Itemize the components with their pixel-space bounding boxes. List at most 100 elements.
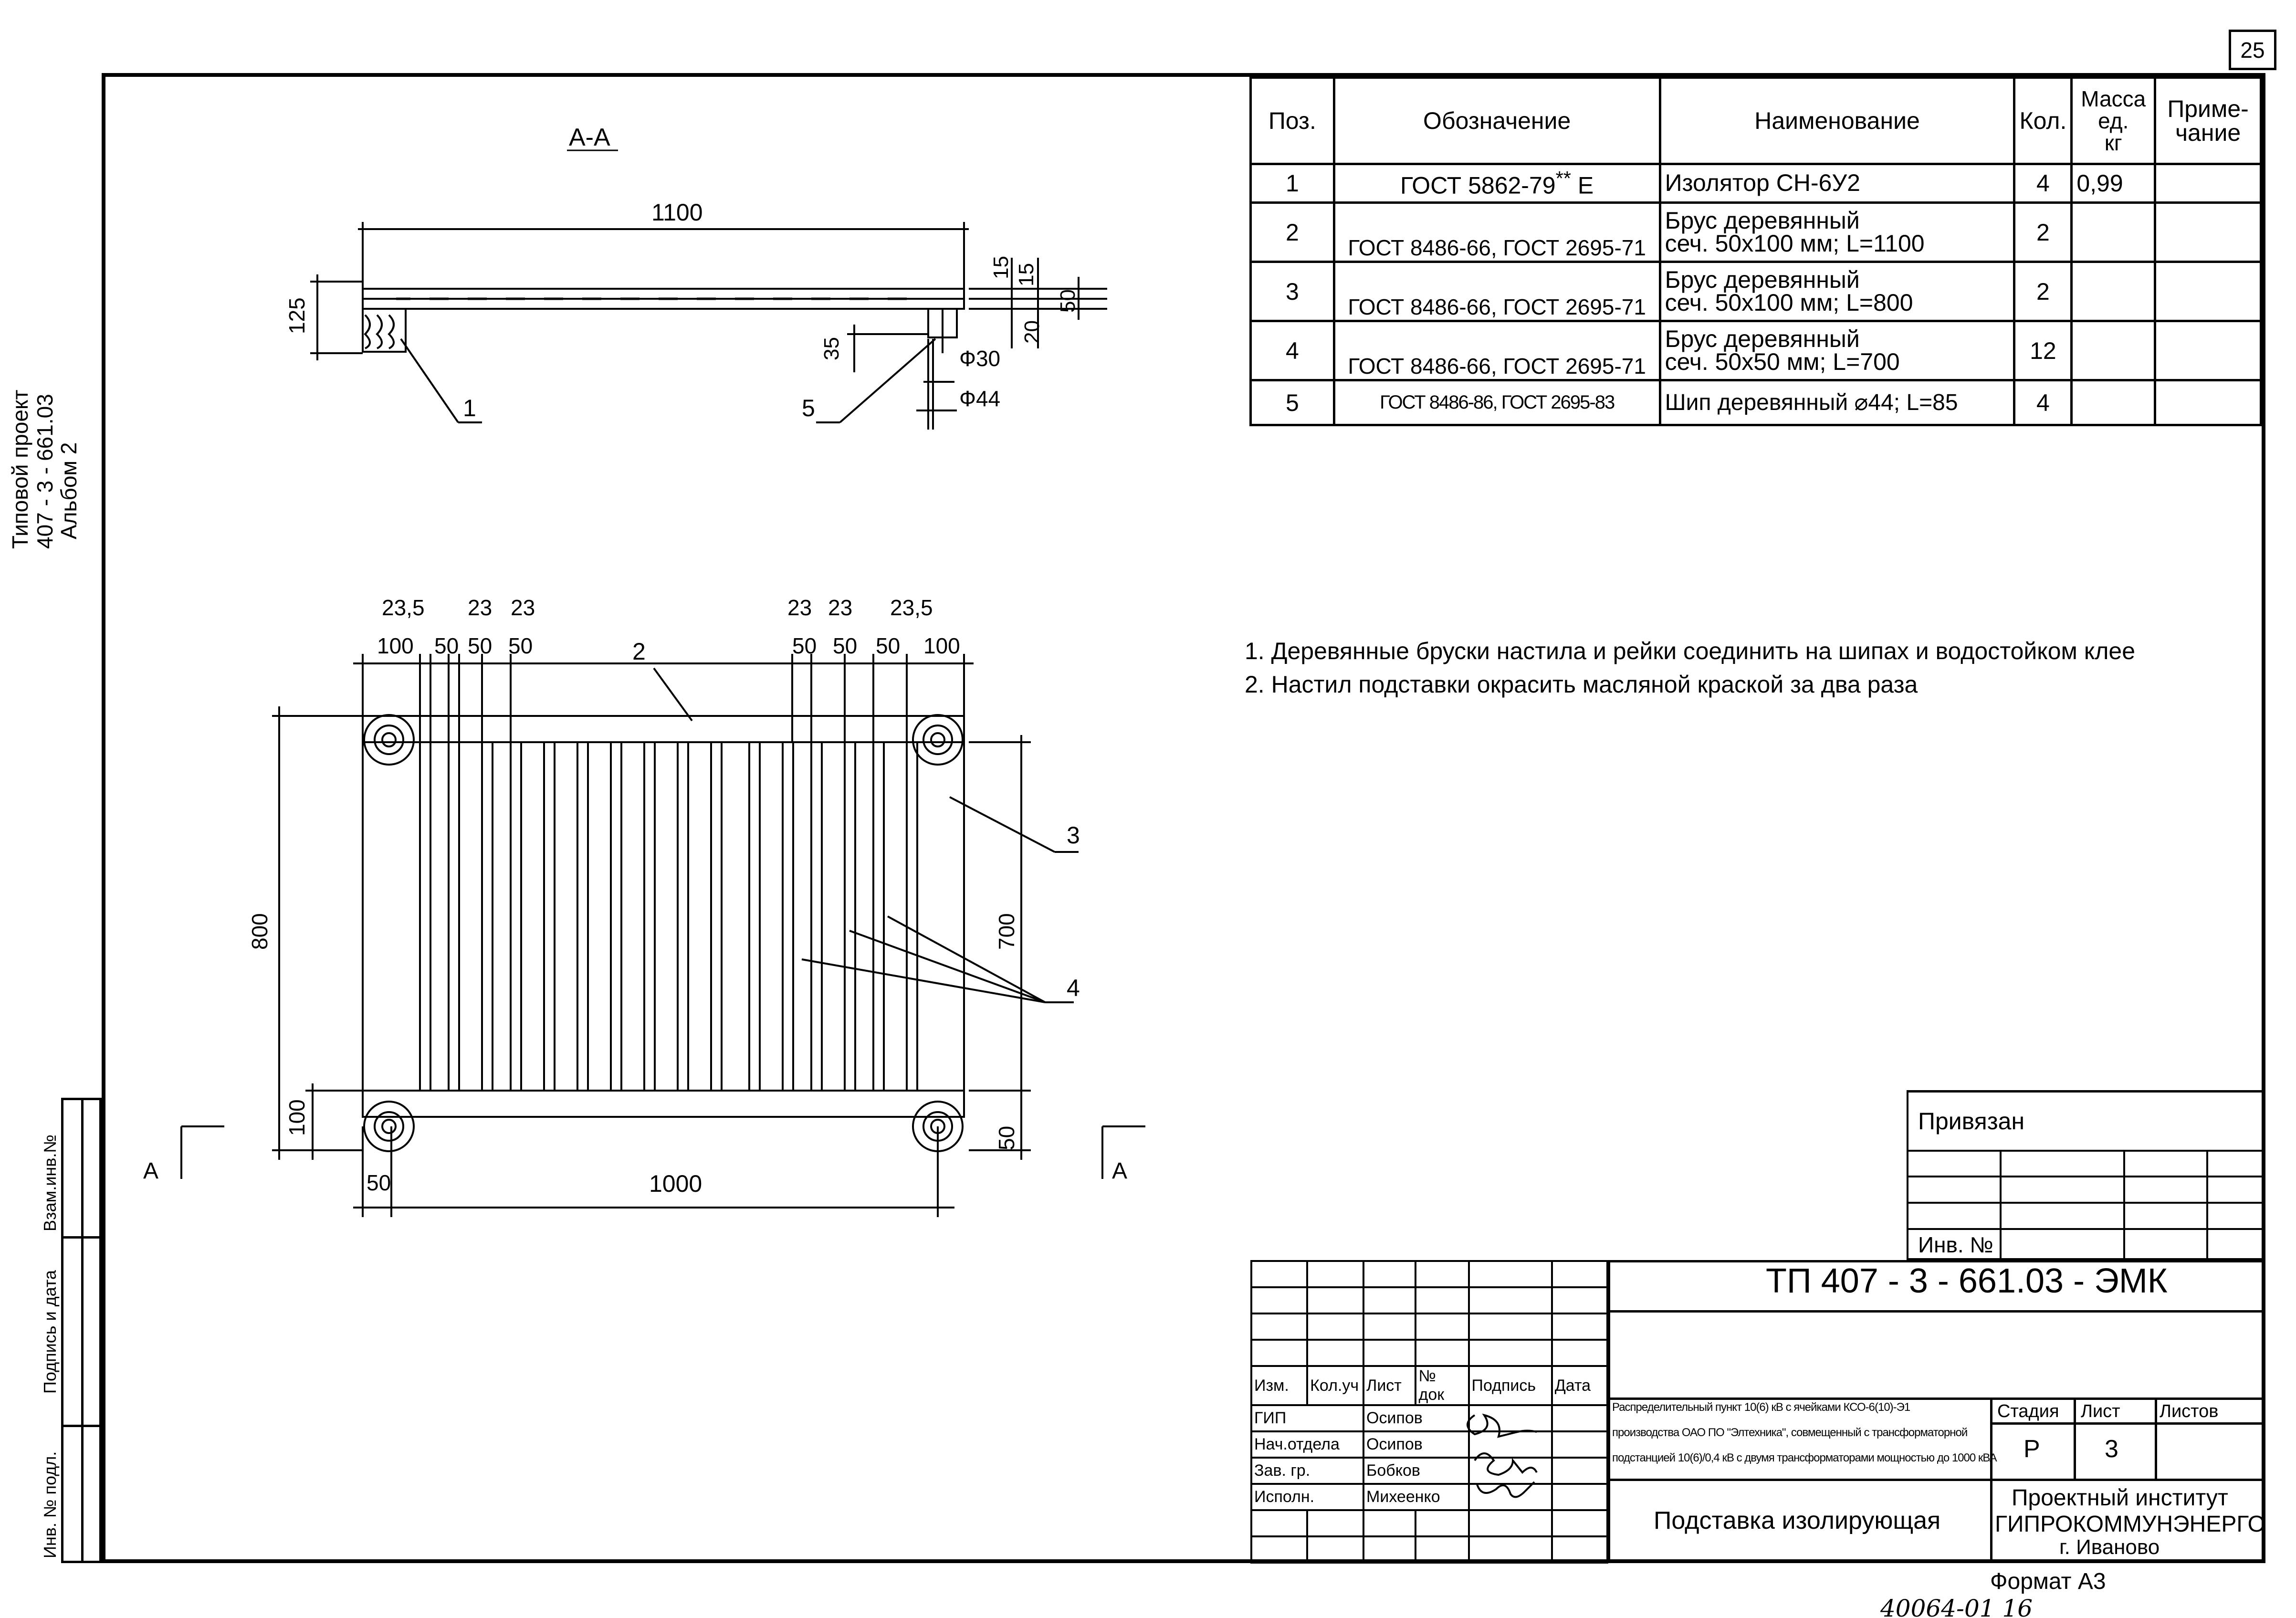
col-mass-line1: Масса — [2081, 86, 2146, 111]
row-qty: 4 — [2013, 379, 2073, 426]
row-pos: 4 — [1249, 320, 1335, 382]
role-name: Михеенко — [1363, 1483, 1470, 1511]
tb-line — [1608, 1397, 2265, 1400]
sheets-label: Листов — [2160, 1401, 2219, 1421]
row-name-line1: Брус деревянный — [1665, 207, 1860, 234]
row-qty: 12 — [2013, 320, 2073, 382]
designation-suffix: Е — [1577, 172, 1594, 199]
drawing-frame — [102, 73, 2265, 1563]
row-name-line2: сеч. 50х50 мм; L=700 — [1665, 348, 1900, 375]
signature-osipov — [1467, 1413, 1537, 1438]
col-doc: № док — [1415, 1365, 1470, 1406]
plan-dim-upper: 23 — [828, 595, 853, 620]
role-label: ГИП — [1250, 1404, 1364, 1432]
dim-50-left: 50 — [367, 1170, 391, 1195]
callout-1: 1 — [463, 395, 476, 421]
plan-dim-upper: 23 — [468, 595, 493, 620]
stage-value: Р — [2023, 1435, 2040, 1463]
tb-line — [1608, 1310, 2265, 1313]
row-designation: ГОСТ 8486-66, ГОСТ 2695-71 — [1332, 320, 1661, 382]
plan-dim-upper: 23,5 — [382, 595, 425, 620]
side-stamp-divider — [81, 1098, 84, 1563]
dim-1100: 1100 — [651, 199, 703, 226]
privyazan-label: Привязан — [1907, 1090, 2265, 1152]
org-line3: г. Иваново — [2059, 1535, 2160, 1559]
title-block-col-headers: Изм. Кол.уч Лист № док Подпись Дата — [1250, 1365, 1609, 1406]
row-pos: 2 — [1249, 201, 1335, 263]
privyazan-block: Привязан Инв. № — [1907, 1090, 2265, 1261]
plan-dim-lower: 50 — [434, 633, 459, 658]
inv-no-label: Инв. № — [1907, 1228, 2002, 1261]
row-mass — [2070, 201, 2157, 263]
sheet-value: 3 — [2105, 1435, 2118, 1463]
dim-d30: Ф30 — [959, 346, 1001, 371]
row-mass — [2070, 320, 2157, 382]
signature-cell — [1468, 1457, 1553, 1485]
col-name: Наименование — [1658, 76, 2016, 165]
signature-bobkov — [1474, 1452, 1538, 1476]
note-1: 1. Деревянные бруски настила и рейки сое… — [1245, 638, 2136, 664]
plan-dim-lower: 50 — [833, 633, 858, 658]
plan-dim-lower: 50 — [876, 633, 901, 658]
tb-line — [1990, 1422, 2265, 1425]
row-mass — [2070, 379, 2157, 426]
row-note — [2154, 201, 2262, 263]
row-note — [2154, 261, 2262, 323]
table-row: 4 ГОСТ 8486-66, ГОСТ 2695-71 Брус деревя… — [1249, 320, 2262, 382]
table-row: 3 ГОСТ 8486-66, ГОСТ 2695-71 Брус деревя… — [1249, 261, 2262, 323]
designation-text: ГОСТ 5862-79 — [1400, 172, 1556, 199]
role-name: Осипов — [1363, 1404, 1470, 1432]
table-row: 5 ГОСТ 8486-86, ГОСТ 2695-83 Шип деревян… — [1249, 379, 2262, 426]
spec-header-row: Поз. Обозначение Наименование Кол. Масса… — [1249, 76, 2262, 165]
dim-1000: 1000 — [649, 1170, 702, 1197]
sheet-label: Лист — [2081, 1401, 2120, 1421]
row-pos: 1 — [1249, 162, 1335, 204]
signature-mikheenko — [1476, 1481, 1535, 1498]
project-desc-1: Распределительный пункт 10(6) кВ с ячейк… — [1612, 1401, 1910, 1414]
signature-cell — [1468, 1404, 1553, 1432]
dim-d44: Ф44 — [959, 386, 1001, 411]
callout-3: 3 — [1067, 822, 1080, 849]
plan-dim-lower: 50 — [508, 633, 533, 658]
col-note: Приме- чание — [2154, 76, 2262, 165]
row-note — [2154, 379, 2262, 426]
org-line2: ГИПРОКОММУНЭНЕРГО — [1995, 1512, 2265, 1537]
drawing-name: Подставка изолирующая — [1654, 1507, 1941, 1534]
section-mark-right: А — [1112, 1158, 1128, 1184]
callout-2: 2 — [632, 638, 646, 665]
project-desc-3: подстанцией 10(6)/0,4 кВ с двумя трансфо… — [1612, 1451, 1997, 1464]
row-designation: ГОСТ 8486-86, ГОСТ 2695-83 — [1332, 379, 1661, 426]
col-izm: Изм. — [1250, 1365, 1309, 1406]
format-label: Формат А3 — [1990, 1569, 2106, 1594]
col-mass-line3: кг — [2104, 130, 2122, 155]
table-row: 2 ГОСТ 8486-66, ГОСТ 2695-71 Брус деревя… — [1249, 201, 2262, 263]
row-name-line2: сеч. 50х100 мм; L=1100 — [1665, 230, 1925, 257]
row-note — [2154, 162, 2262, 204]
role-label: Исполн. — [1250, 1483, 1364, 1511]
plan-dim-upper: 23 — [511, 595, 535, 620]
section-label: А-А — [569, 124, 610, 151]
row-name-line1: Брус деревянный — [1665, 326, 1860, 353]
row-mass — [2070, 261, 2157, 323]
title-block-signatures: Изм. Кол.уч Лист № док Подпись Дата ГИП … — [1250, 1260, 1609, 1564]
plan-dim-upper: 23 — [787, 595, 812, 620]
col-pos: Поз. — [1249, 76, 1335, 165]
col-mass: Масса ед. кг — [2070, 76, 2157, 165]
note-2: 2. Настил подставки окрасить масляной кр… — [1245, 671, 1918, 698]
stage-label: Стадия — [1997, 1401, 2059, 1421]
doc-code: ТП 407 - 3 - 661.03 - ЭМК — [1766, 1262, 2168, 1300]
row-mass: 0,99 — [2070, 162, 2157, 204]
row-qty: 2 — [2013, 201, 2073, 263]
callout-4: 4 — [1067, 975, 1080, 1001]
row-designation: ГОСТ 8486-66, ГОСТ 2695-71 — [1332, 261, 1661, 323]
tb-line — [2155, 1397, 2157, 1479]
signature-cell — [1468, 1483, 1553, 1511]
role-row: Исполн. Михеенко — [1250, 1483, 1609, 1511]
col-date: Дата — [1551, 1365, 1609, 1406]
role-row: Зав. гр. Бобков — [1250, 1457, 1609, 1485]
